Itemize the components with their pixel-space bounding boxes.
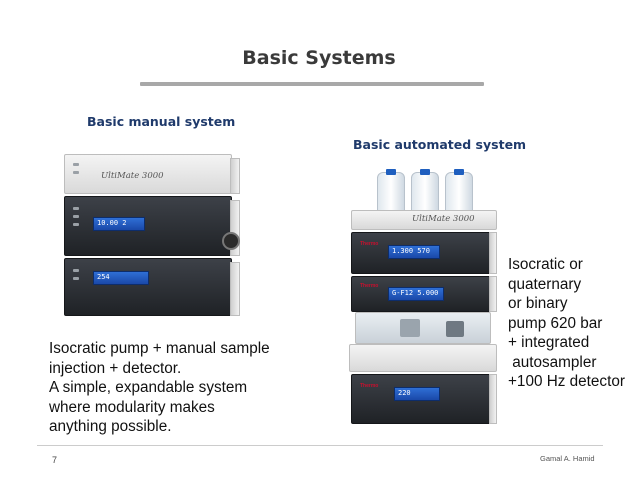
auto-pump-display: 1.300 570 — [388, 245, 440, 259]
autosampler-control-module: Thermo G-F12 5.000 — [351, 276, 491, 312]
manual-top-module: UltiMate 3000 — [64, 154, 232, 194]
solvent-bottle-icon — [411, 169, 439, 214]
automated-system-description: Isocratic or quaternary or binary pump 6… — [508, 256, 625, 390]
injection-valve-icon — [222, 232, 240, 250]
auto-detector-module: Thermo 220 — [351, 374, 491, 424]
manual-system-image: UltiMate 3000 10.00 2 254 — [60, 152, 242, 324]
autosampler-display: G-F12 5.000 — [388, 287, 444, 301]
manual-pump-module: 10.00 2 — [64, 196, 232, 256]
manual-pump-display: 10.00 2 — [93, 217, 145, 231]
auto-pump-module: Thermo 1.300 570 — [351, 232, 491, 274]
brand-label: UltiMate 3000 — [101, 171, 164, 181]
footer-divider — [37, 445, 603, 446]
page-number: 7 — [52, 455, 58, 465]
solvent-rack: UltiMate 3000 — [351, 210, 497, 230]
manual-detector-module: 254 — [64, 258, 232, 316]
solvent-bottle-icon — [445, 169, 473, 214]
title-underline — [140, 82, 484, 86]
author-name: Gamal A. Hamid — [540, 454, 595, 463]
sample-tray — [349, 344, 497, 372]
slide-title: Basic Systems — [242, 47, 396, 69]
manual-detector-display: 254 — [93, 271, 149, 285]
automated-system-heading: Basic automated system — [353, 137, 527, 152]
sample-compartment — [355, 312, 491, 344]
auto-detector-display: 220 — [394, 387, 440, 401]
manual-system-heading: Basic manual system — [87, 114, 236, 129]
automated-system-image: UltiMate 3000 Thermo 1.300 570 Thermo G-… — [345, 169, 501, 428]
solvent-bottle-icon — [377, 169, 405, 214]
manual-system-description: Isocratic pump + manual sample injection… — [49, 340, 270, 435]
